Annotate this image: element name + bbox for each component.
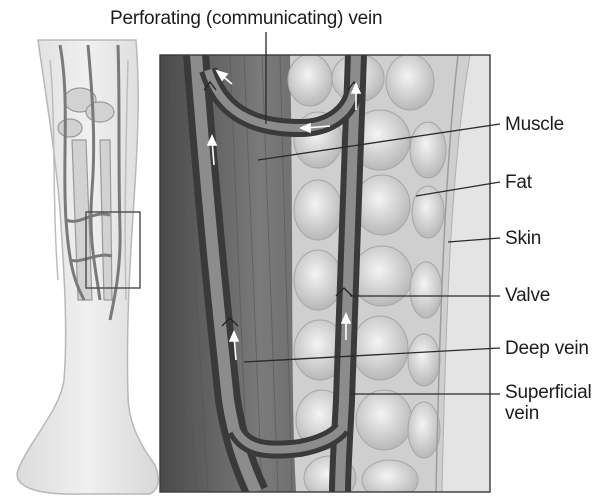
label-superficial-vein: Superficial vein: [505, 382, 610, 424]
label-perforating-vein: Perforating (communicating) vein: [110, 8, 382, 29]
label-fat: Fat: [505, 172, 532, 193]
leg-illustration: [17, 40, 158, 494]
label-valve: Valve: [505, 285, 550, 306]
label-skin: Skin: [505, 228, 541, 249]
label-deep-vein: Deep vein: [505, 338, 589, 359]
label-muscle: Muscle: [505, 114, 564, 135]
magnified-section: [160, 54, 490, 500]
